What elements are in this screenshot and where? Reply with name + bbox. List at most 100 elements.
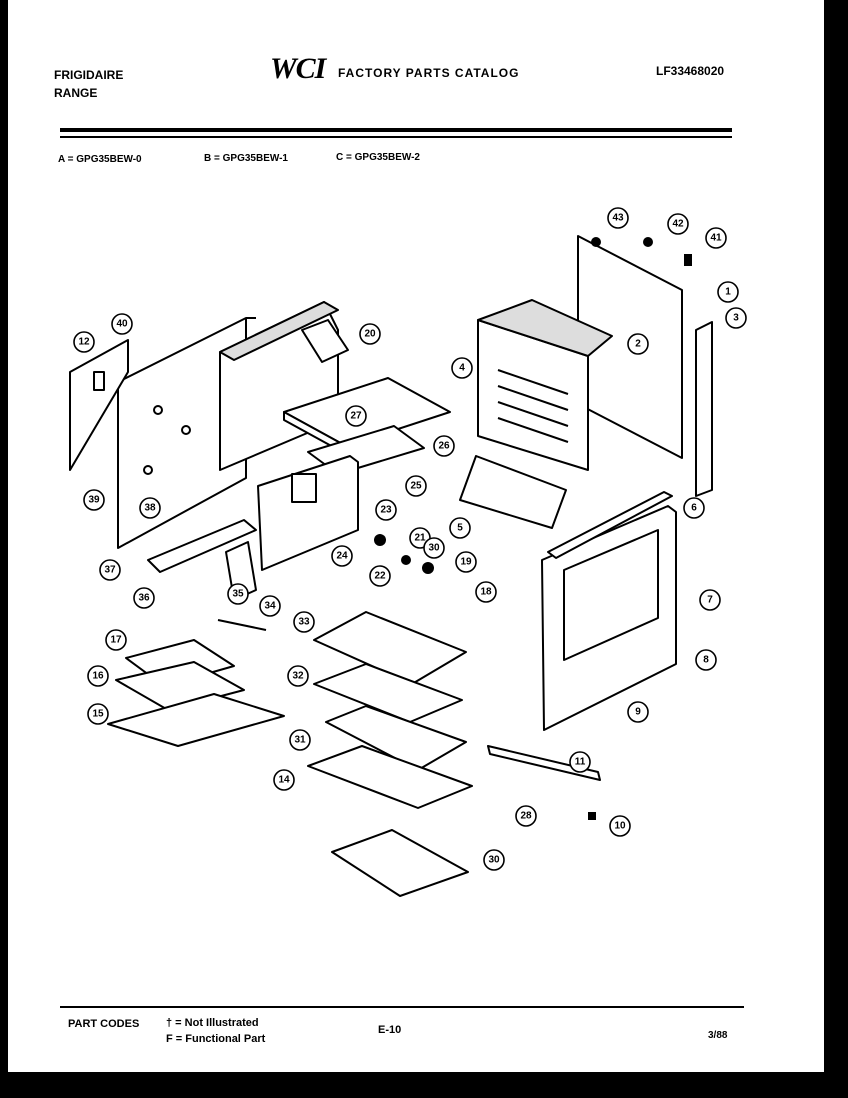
callout-30b: 30 — [483, 849, 505, 871]
svg-text:8: 8 — [703, 655, 709, 666]
callout-14: 14 — [273, 769, 295, 791]
callout-32: 32 — [287, 665, 309, 687]
oven-vent — [301, 319, 349, 363]
svg-text:30: 30 — [428, 543, 440, 554]
svg-text:42: 42 — [672, 219, 684, 230]
callout-3: 3 — [725, 307, 747, 329]
door-trim — [547, 491, 673, 559]
callout-23: 23 — [375, 499, 397, 521]
svg-text:21: 21 — [414, 533, 426, 544]
callout-43: 43 — [607, 207, 629, 229]
svg-text:30: 30 — [488, 855, 500, 866]
callout-5: 5 — [449, 517, 471, 539]
svg-text:35: 35 — [232, 589, 244, 600]
svg-text:38: 38 — [144, 503, 156, 514]
catalog-title: FACTORY PARTS CATALOG — [338, 66, 520, 80]
callout-9: 9 — [627, 701, 649, 723]
svg-text:32: 32 — [292, 671, 304, 682]
callout-10: 10 — [609, 815, 631, 837]
callout-33: 33 — [293, 611, 315, 633]
callout-30: 30 — [423, 537, 445, 559]
callout-28: 28 — [515, 805, 537, 827]
svg-text:41: 41 — [710, 233, 722, 244]
callout-15: 15 — [87, 703, 109, 725]
oven-rack — [107, 693, 285, 747]
page-number: E-10 — [378, 1024, 402, 1036]
svg-text:37: 37 — [104, 565, 116, 576]
callout-20: 20 — [359, 323, 381, 345]
svg-text:4: 4 — [459, 363, 465, 374]
footer-rule — [60, 1006, 744, 1008]
code-functional: F = Functional Part — [166, 1033, 266, 1045]
svg-text:31: 31 — [294, 735, 306, 746]
svg-text:40: 40 — [116, 319, 128, 330]
model-b: B = GPG35BEW-1 — [204, 153, 288, 164]
svg-text:34: 34 — [264, 601, 276, 612]
oven-top-cap — [477, 299, 613, 357]
svg-text:39: 39 — [88, 495, 100, 506]
panel-window — [291, 473, 317, 503]
callout-6: 6 — [683, 497, 705, 519]
svg-text:28: 28 — [520, 811, 532, 822]
callout-41: 41 — [705, 227, 727, 249]
svg-text:7: 7 — [707, 595, 713, 606]
code-not-illustrated: † = Not Illustrated — [166, 1017, 259, 1029]
svg-text:43: 43 — [612, 213, 624, 224]
callout-2: 2 — [627, 333, 649, 355]
callout-36: 36 — [133, 587, 155, 609]
svg-text:6: 6 — [691, 503, 697, 514]
broiler-door-panel — [257, 455, 359, 571]
brand-name: FRIGIDAIRE — [54, 68, 124, 82]
front-rail — [459, 455, 567, 529]
storage-panel — [331, 829, 469, 897]
exploded-parts-diagram: 1 2 3 4 5 6 7 8 9 10 11 12 14 15 16 17 1… — [69, 207, 747, 897]
callout-42: 42 — [667, 213, 689, 235]
bracket-slot — [93, 371, 105, 391]
svg-text:23: 23 — [380, 505, 392, 516]
svg-text:10: 10 — [614, 821, 626, 832]
callout-24: 24 — [331, 545, 353, 567]
callout-37: 37 — [99, 559, 121, 581]
catalog-sheet: FRIGIDAIRE RANGE WCI FACTORY PARTS CATAL… — [8, 0, 824, 1072]
callout-18: 18 — [475, 581, 497, 603]
svg-text:3: 3 — [733, 313, 739, 324]
svg-text:19: 19 — [460, 557, 472, 568]
svg-text:25: 25 — [410, 481, 422, 492]
model-c: C = GPG35BEW-2 — [336, 152, 420, 163]
part-codes-label: PART CODES — [68, 1018, 140, 1030]
svg-text:11: 11 — [575, 757, 586, 768]
svg-text:12: 12 — [78, 337, 90, 348]
callout-11: 11 — [569, 751, 591, 773]
callout-12: 12 — [73, 331, 95, 353]
appliance-type: RANGE — [54, 86, 98, 100]
svg-text:5: 5 — [457, 523, 463, 534]
svg-text:1: 1 — [725, 287, 731, 298]
callout-16: 16 — [87, 665, 109, 687]
liner-top — [219, 301, 339, 361]
model-a: A = GPG35BEW-0 — [58, 154, 142, 165]
drawer-body — [325, 705, 467, 771]
svg-text:26: 26 — [438, 441, 450, 452]
callout-31: 31 — [289, 729, 311, 751]
svg-text:17: 17 — [110, 635, 122, 646]
callout-22: 22 — [369, 565, 391, 587]
callout-17: 17 — [105, 629, 127, 651]
callout-34: 34 — [259, 595, 281, 617]
svg-text:14: 14 — [278, 775, 290, 786]
callout-35: 35 — [227, 583, 249, 605]
callout-40: 40 — [111, 313, 133, 335]
svg-text:27: 27 — [350, 411, 362, 422]
side-bracket — [69, 339, 129, 471]
svg-text:36: 36 — [138, 593, 150, 604]
callout-1: 1 — [717, 281, 739, 303]
callout-26: 26 — [433, 435, 455, 457]
svg-text:33: 33 — [298, 617, 310, 628]
drawer-base — [307, 745, 473, 809]
svg-text:22: 22 — [374, 571, 386, 582]
callout-19: 19 — [455, 551, 477, 573]
callout-39: 39 — [83, 489, 105, 511]
callout-25: 25 — [405, 475, 427, 497]
kick-plate — [487, 745, 601, 781]
catalog-date: 3/88 — [708, 1030, 728, 1041]
svg-text:9: 9 — [635, 707, 641, 718]
